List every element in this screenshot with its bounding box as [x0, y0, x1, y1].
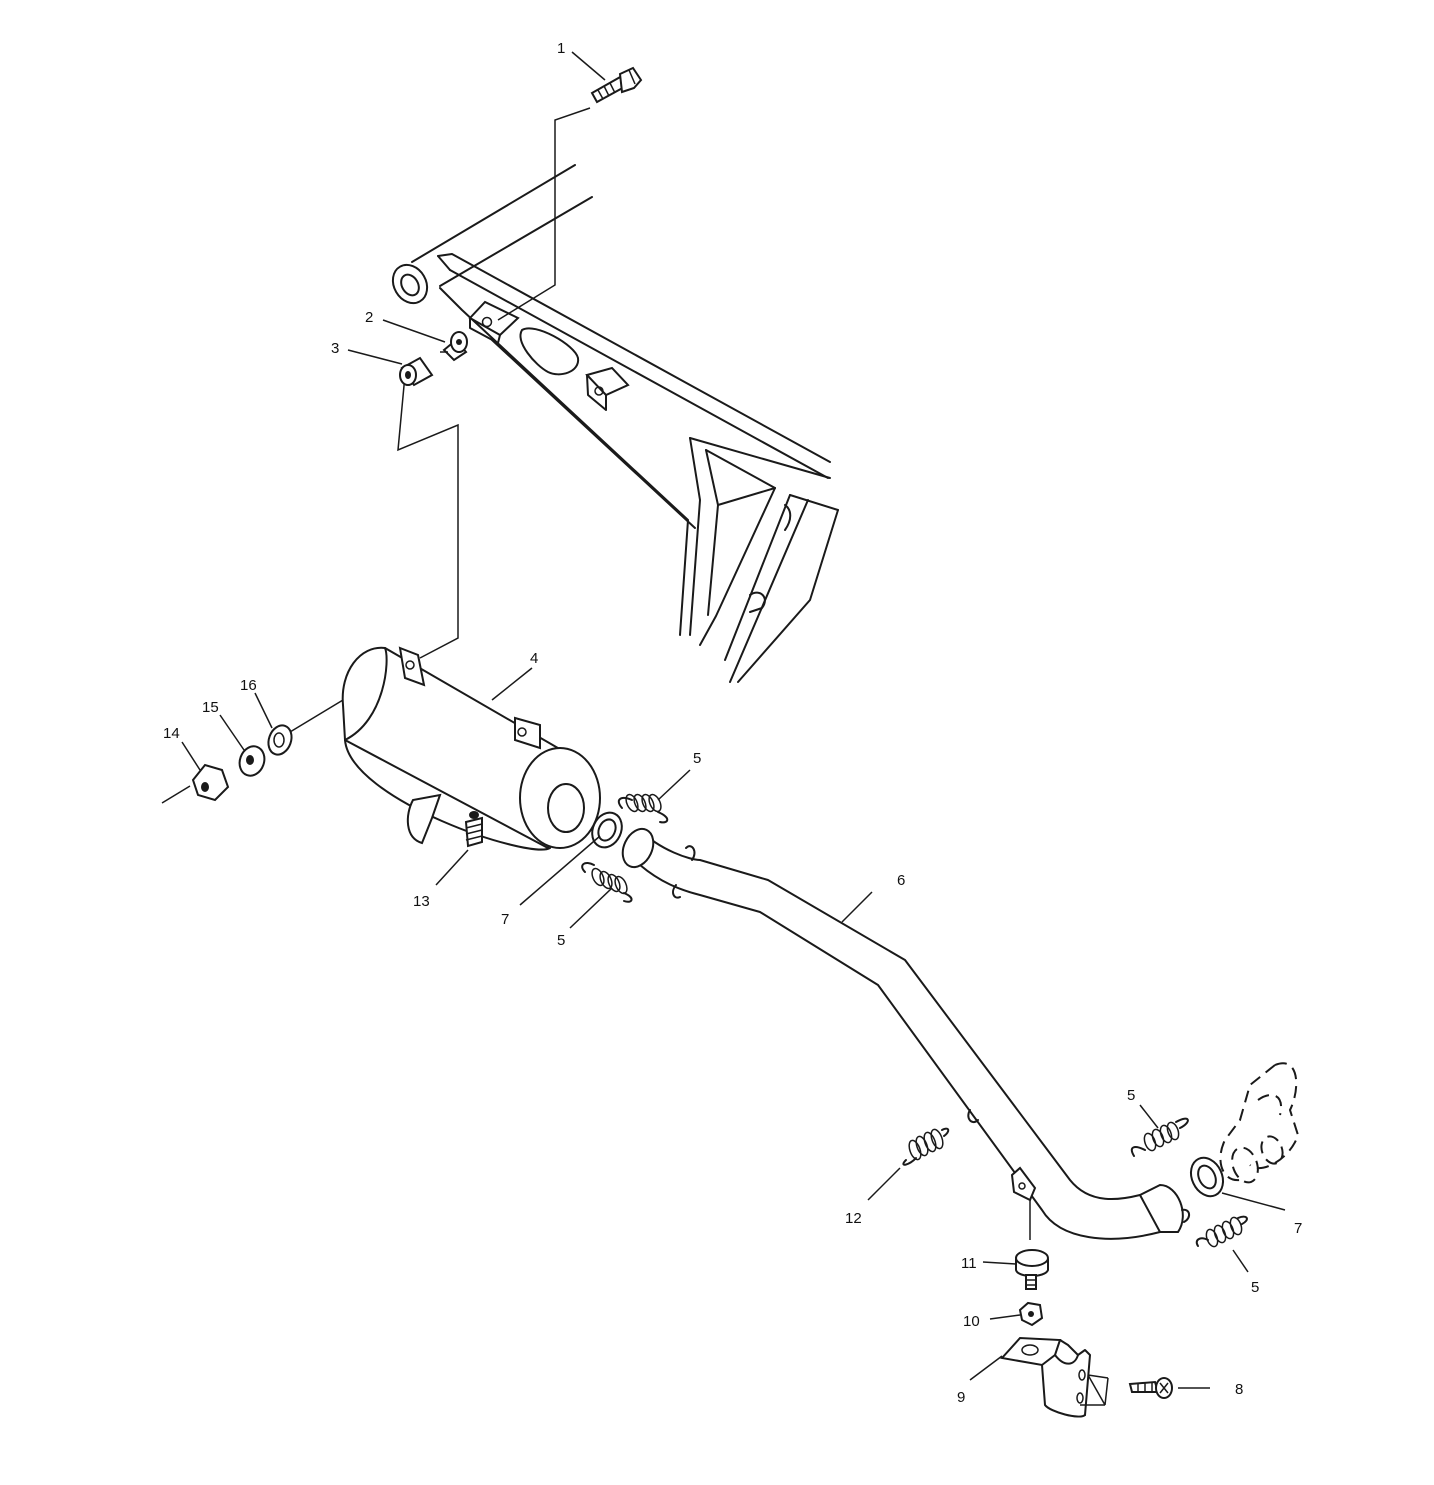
callout-2: 2 — [365, 309, 373, 326]
callout-11: 11 — [961, 1255, 977, 1272]
seal-part-7-muffler — [591, 811, 623, 849]
spacer-part-2 — [440, 331, 468, 362]
spring-part-5-lower-left — [581, 862, 633, 903]
callout-7-muffler: 7 — [501, 911, 509, 928]
callout-6: 6 — [897, 872, 905, 889]
bolt-part-1 — [590, 66, 643, 104]
spring-part-5-upper-right — [1130, 1117, 1189, 1157]
screw-part-8 — [1128, 1377, 1173, 1399]
callout-12: 12 — [845, 1210, 862, 1227]
callout-15: 15 — [202, 699, 219, 716]
callout-1: 1 — [557, 40, 565, 57]
drain-plug-part-13 — [464, 811, 483, 848]
flange-nut-part-14 — [191, 763, 230, 802]
callout-leader-lines — [181, 51, 1286, 1389]
rubber-mount-part-11 — [1015, 1249, 1049, 1290]
lock-washer-part-15 — [238, 745, 266, 777]
callout-10: 10 — [963, 1313, 980, 1330]
callout-7-head: 7 — [1294, 1220, 1302, 1237]
callout-3: 3 — [331, 340, 339, 357]
mounting-bracket-part-9 — [1000, 1336, 1091, 1418]
nut-part-10 — [1018, 1301, 1044, 1327]
callout-8: 8 — [1235, 1381, 1243, 1398]
spring-part-5-lower-right — [1195, 1215, 1248, 1248]
flat-washer-part-16 — [267, 724, 293, 756]
spring-part-5-upper-left — [617, 793, 669, 824]
callout-13: 13 — [413, 893, 430, 910]
callout-labels: 1 2 3 4 5 5 5 5 6 7 7 8 9 10 11 12 13 14… — [163, 40, 1302, 1406]
cylinder-head-outline — [1219, 1062, 1300, 1184]
muffler-part-4 — [341, 646, 601, 851]
callout-14: 14 — [163, 725, 180, 742]
callout-5-lower-left: 5 — [557, 932, 565, 949]
spring-part-12 — [902, 1127, 950, 1166]
assembly-leader-lines — [161, 107, 1109, 1406]
callout-9: 9 — [957, 1389, 965, 1406]
callout-5-upper-left: 5 — [693, 750, 701, 767]
callout-5-lower-right: 5 — [1251, 1279, 1259, 1296]
callout-5-upper-right: 5 — [1127, 1087, 1135, 1104]
exhaust-pipe-part-6 — [621, 827, 1190, 1240]
grommet-part-3 — [399, 356, 434, 387]
frame-rail — [391, 164, 839, 683]
callout-4: 4 — [530, 650, 538, 667]
seal-part-7-head — [1189, 1156, 1225, 1198]
callout-16: 16 — [240, 677, 257, 694]
